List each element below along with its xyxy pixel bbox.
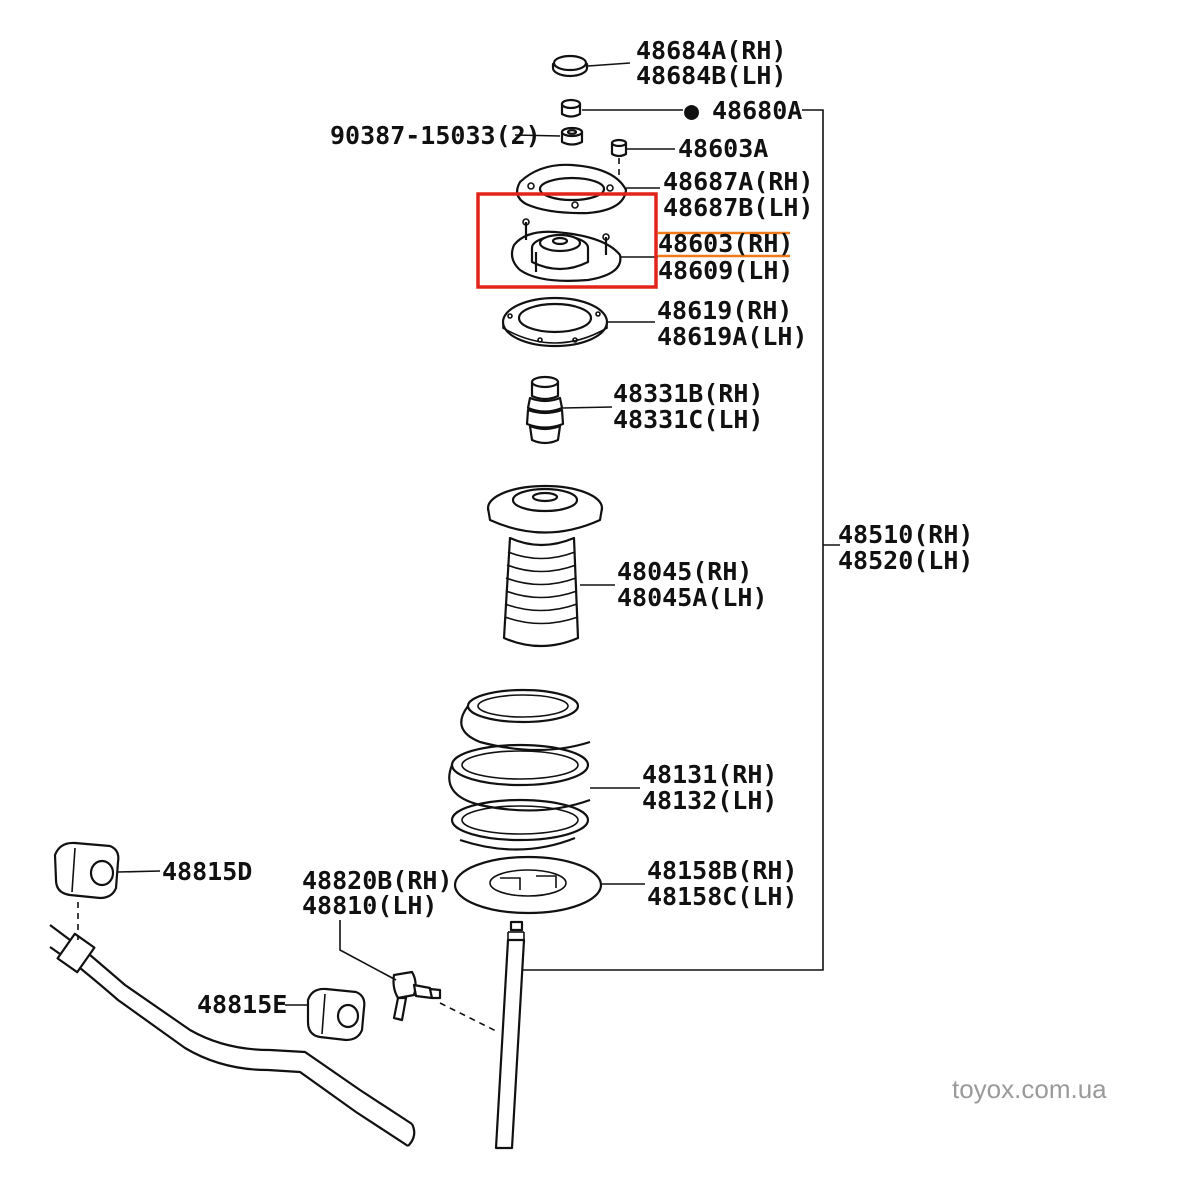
link-part [392,970,442,1022]
gasket-part [515,163,628,215]
boot-label-rh: 48045(RH) [617,557,752,586]
link-guide [439,1002,499,1033]
insulator-label-rh: 48158B(RH) [647,856,798,885]
mount-part [510,218,622,282]
nut-bullet: ● [684,96,699,125]
absorber-rod [494,920,526,1150]
spring-part [448,688,591,851]
boot-label-lh: 48045A(LH) [617,583,768,612]
nut-part [560,98,582,118]
cap-part [551,54,589,78]
cap-label-lh: 48684B(LH) [636,61,787,90]
absorber-label-rh: 48510(RH) [838,520,973,549]
spring-label-lh: 48132(LH) [642,786,777,815]
bumper-part [525,375,565,445]
gasket-label-rh: 48687A(RH) [663,167,814,196]
bolt-nut-leader [514,134,561,137]
bush-d-label: 48815D [162,857,252,886]
watermark: toyox.com.ua [952,1074,1107,1104]
bolt-nut-part [560,126,584,146]
bumper-leader [562,406,613,409]
bush-e-label: 48815E [197,990,287,1019]
cap-leader [587,62,631,67]
assembly-bracket [520,109,824,971]
mount-label-rh: 48603(RH) [658,229,793,258]
cap-label-rh: 48684A(RH) [636,36,787,65]
insulator-label-lh: 48158C(LH) [647,882,798,911]
bolt-nut-label: 90387-15033(2) [330,121,541,150]
link-label-lh: 48810(LH) [302,891,437,920]
bumper-label-rh: 48331B(RH) [613,379,764,408]
link-label-rh: 48820B(RH) [302,866,453,895]
link-leader [339,920,397,981]
insulator-part [453,855,603,915]
stabilizer-bar [49,924,416,1147]
stud-nut-part [610,138,628,158]
bush-e-part [306,987,366,1042]
gasket-label-lh: 48687B(LH) [663,193,814,222]
bush-d-leader [117,870,161,873]
mount-label-lh: 48609(LH) [658,256,793,285]
highlight-box [476,192,658,289]
nut-label: 48680A [712,96,802,125]
boot-part [486,484,604,648]
spring-label-rh: 48131(RH) [642,760,777,789]
bumper-label-lh: 48331C(LH) [613,405,764,434]
bush-d-part [53,841,120,900]
seat-part [501,296,609,348]
stud-nut-label: 48603A [678,134,768,163]
absorber-label-lh: 48520(LH) [838,546,973,575]
seat-label-rh: 48619(RH) [657,296,792,325]
seat-label-lh: 48619A(LH) [657,322,808,351]
